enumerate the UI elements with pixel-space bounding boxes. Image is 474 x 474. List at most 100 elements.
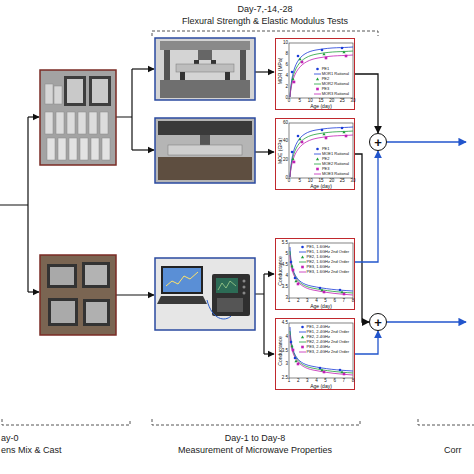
tick-label: 2	[285, 85, 288, 90]
axis-title: Age (day)	[310, 384, 332, 389]
tick-label: 3.5	[282, 285, 288, 290]
connector	[355, 154, 369, 322]
cube-mold	[83, 299, 110, 326]
flow-arrow	[264, 273, 274, 274]
legend-text: MOE2 Rational	[322, 161, 349, 166]
flow-arrow	[28, 291, 39, 292]
bracket	[152, 419, 360, 425]
bracket	[418, 419, 474, 425]
legend-text: PE3	[322, 86, 330, 91]
cylinder	[58, 138, 66, 160]
legend-row: PE3, 2.4GHz 2nd Order	[299, 349, 349, 354]
tick-label: 10	[283, 41, 288, 46]
legend-marker	[301, 325, 304, 328]
chart-ground	[275, 38, 355, 110]
tick-label: 60	[283, 121, 288, 126]
junction-symbol: +	[374, 136, 382, 149]
legend-marker	[314, 82, 321, 86]
fit-curve	[290, 47, 353, 97]
flow-arrow	[116, 294, 154, 295]
cube-mold	[86, 302, 107, 323]
keypad	[217, 298, 243, 312]
data-point	[290, 264, 293, 267]
machine-part	[200, 135, 210, 145]
legend-marker	[316, 157, 319, 160]
machine-part	[160, 80, 250, 98]
data-point	[297, 283, 300, 286]
data-point	[319, 287, 322, 290]
chart-legend: PE1, 1.6GHzPE1, 1.6GHz 2nd OrderPE2, 1.6…	[298, 244, 350, 274]
legend-row: PE1, 2.4GHz	[299, 324, 349, 329]
cylinder	[67, 112, 75, 134]
legend-row: PE3, 1.6GHz 2nd Order	[299, 269, 349, 274]
legend-marker	[314, 73, 321, 74]
tick-label: 4	[285, 335, 288, 340]
data-point	[323, 291, 326, 294]
machine-part	[194, 60, 199, 64]
modulus-curves	[290, 127, 353, 177]
laptop-screen	[163, 268, 201, 292]
screen-trace	[166, 272, 198, 286]
tick-label: 20	[329, 99, 334, 104]
legend-text: PE1	[322, 66, 330, 71]
machine-part	[158, 121, 252, 135]
legend-marker	[316, 167, 319, 170]
tick-label: 5	[324, 379, 327, 384]
chart-legend: PE1MOE1 RationalPE2MOE2 RationalPE3MOE3 …	[313, 146, 350, 176]
photo-frame	[40, 70, 116, 165]
chart-panel: ConductanceAge (day)2.533.544.512345678P…	[275, 318, 355, 390]
legend-marker	[314, 153, 321, 154]
beam-mold	[64, 76, 86, 106]
plot-frame	[289, 243, 353, 298]
beam-specimen	[168, 145, 242, 155]
legend-row: PE1, 2.4GHz 2nd Order	[299, 329, 349, 334]
tick-label: 3	[306, 299, 309, 304]
legend-text: PE2	[322, 156, 330, 161]
legend-text: PE3, 2.4GHz 2nd Order	[307, 349, 349, 354]
tick-label: 7	[343, 379, 346, 384]
data-point	[292, 269, 295, 272]
tick-label: 1	[288, 379, 291, 384]
chart-panel: ConductanceAge (day)33.544.555.512345678…	[275, 238, 355, 310]
legend-marker	[299, 265, 306, 269]
legend-text: PE1, 2.4GHz	[307, 324, 330, 329]
axis-title: Conductance	[278, 256, 283, 285]
mold-photo	[40, 255, 116, 335]
legend-row: MOR2 Rational	[314, 81, 349, 86]
plot-frame	[289, 43, 353, 98]
tick-label: 3	[285, 362, 288, 367]
axis-title: Age (day)	[310, 184, 332, 189]
tick-label: 0	[285, 176, 288, 181]
chart-ground	[275, 118, 355, 190]
legend-marker	[314, 162, 321, 166]
output-arrow	[387, 321, 466, 322]
cable	[207, 300, 231, 319]
legend-marker	[299, 335, 306, 339]
tick-label: 4	[285, 74, 288, 79]
legend-marker	[299, 341, 306, 342]
legend-marker	[314, 72, 321, 76]
cube-mold	[82, 262, 110, 288]
legend-row: PE1, 1.6GHz 2nd Order	[299, 249, 349, 254]
laptop	[157, 296, 207, 304]
legend-row: MOE2 Rational	[314, 161, 349, 166]
tick-label: 7	[343, 299, 346, 304]
cube-mold	[85, 265, 107, 285]
legend-row: PE3, 2.4GHz	[299, 344, 349, 349]
tick-label: 5	[298, 179, 301, 184]
cylinder	[69, 138, 77, 160]
data-point	[321, 49, 324, 52]
chart-panel: MOR (MPa)Age (day)0246810051015202530PE1…	[275, 38, 355, 110]
flow-arrow	[255, 71, 274, 72]
legend-marker	[314, 147, 321, 151]
beam-mold	[67, 79, 83, 103]
photo-frame	[40, 255, 116, 335]
tick-label: 8	[352, 379, 355, 384]
sum-junction: +	[369, 313, 387, 331]
cylinder	[91, 138, 99, 160]
tick-label: 5	[285, 252, 288, 257]
legend-marker	[316, 147, 319, 150]
legend-marker	[299, 245, 306, 249]
legend-text: PE2, 2.4GHz 2nd Order	[307, 339, 349, 344]
bracket	[152, 31, 378, 36]
